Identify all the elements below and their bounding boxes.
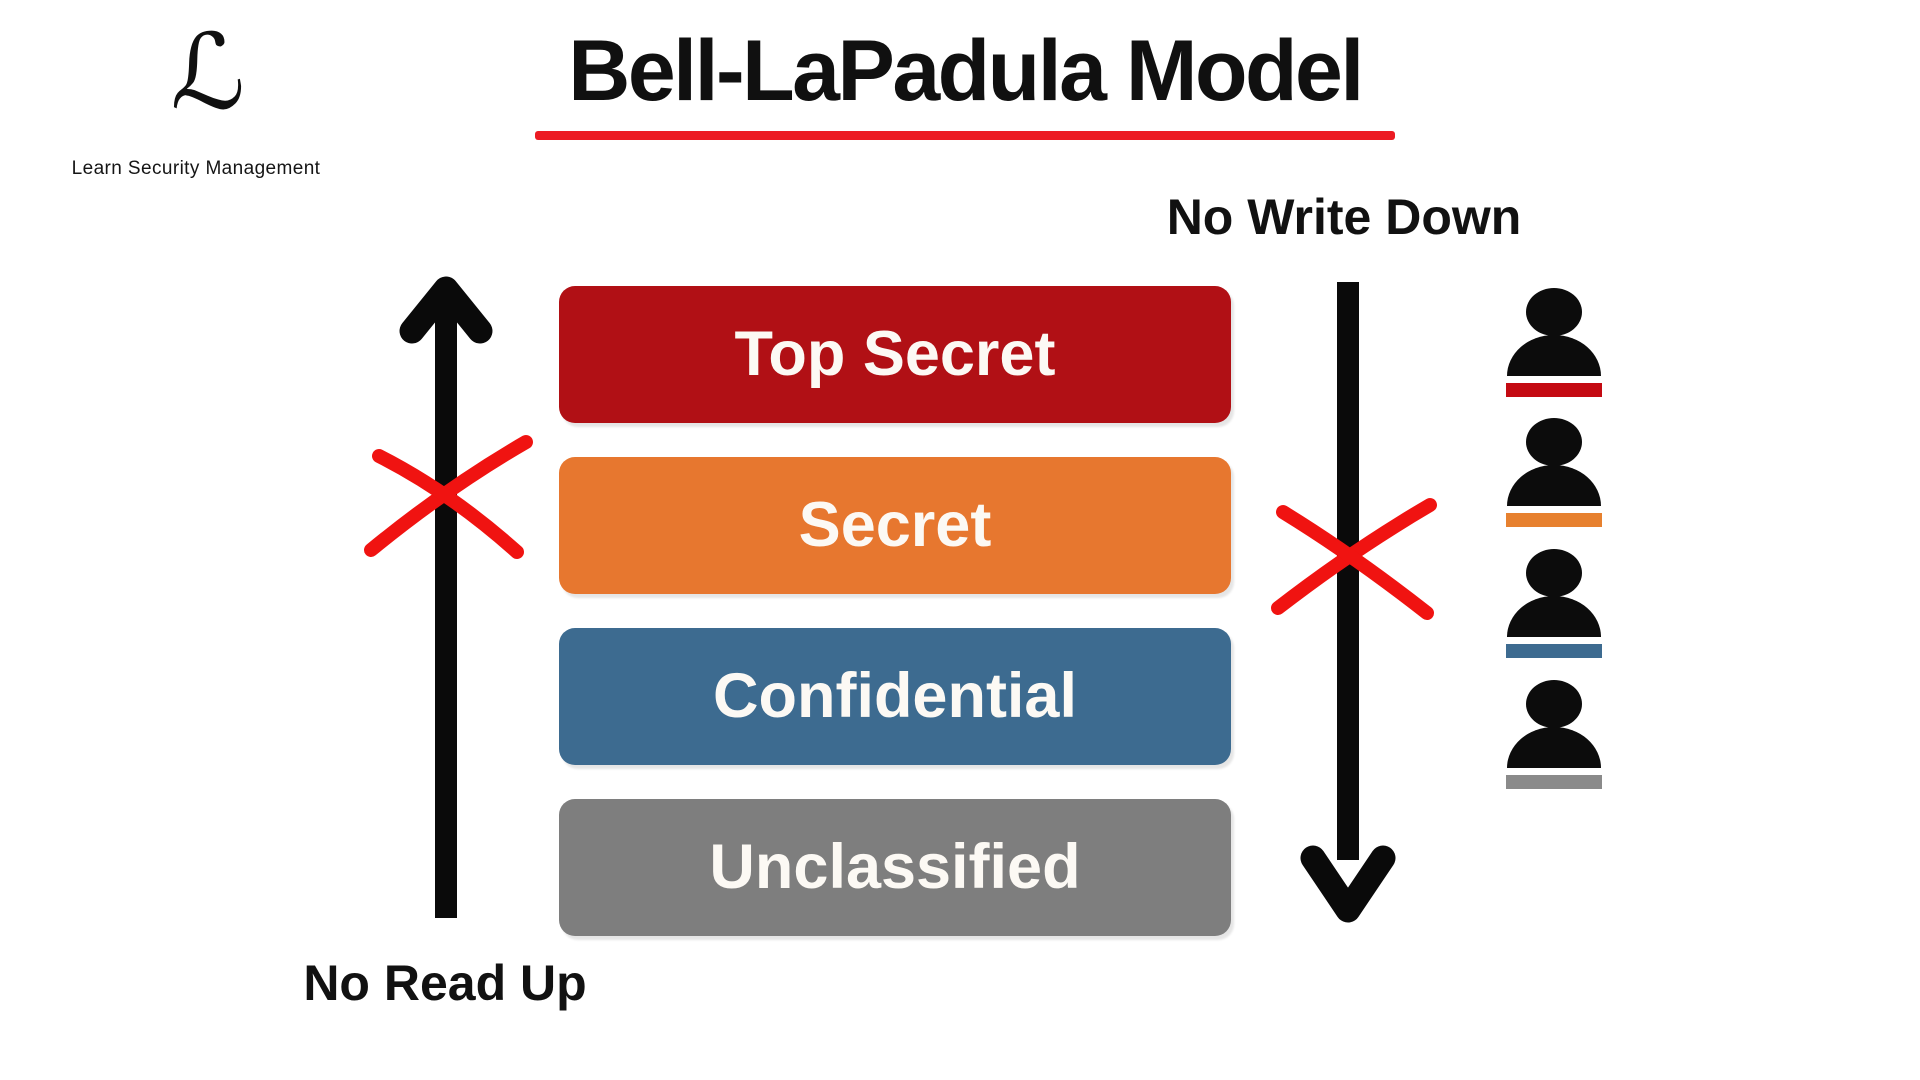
- cross-stroke: [1271, 498, 1437, 615]
- arrow-down-head-icon: [1300, 845, 1396, 923]
- cross-stroke: [364, 435, 533, 557]
- clearance-badge-top-secret: [1506, 383, 1602, 397]
- arrow-up-head-icon: [399, 276, 493, 344]
- level-label-secret: Secret: [798, 490, 992, 560]
- user-body: [1507, 335, 1601, 376]
- level-label-confidential: Confidential: [713, 661, 1077, 731]
- level-bar-secret: Secret: [559, 457, 1231, 594]
- clearance-badge-confidential: [1506, 644, 1602, 658]
- clearance-badge-unclassified: [1506, 775, 1602, 789]
- user-body: [1507, 465, 1601, 506]
- user-icon-top-secret: [1506, 288, 1602, 397]
- logo-caption: Learn Security Management: [71, 158, 321, 179]
- read-up-arrow: [364, 276, 533, 918]
- user-body: [1507, 727, 1601, 768]
- page-title: Bell-LaPadula Model: [568, 23, 1364, 119]
- cross-stroke: [372, 449, 524, 559]
- level-label-unclassified: Unclassified: [709, 832, 1081, 902]
- write-down-arrow-shaft: [1337, 282, 1359, 860]
- clearance-badge-secret: [1506, 513, 1602, 527]
- rule-label-no-write-down: No Write Down: [1166, 189, 1522, 245]
- user-head: [1526, 418, 1582, 466]
- user-head: [1526, 680, 1582, 728]
- rule-label-no-read-up: No Read Up: [303, 955, 587, 1011]
- read-up-cross-icon: [364, 435, 533, 559]
- cross-stroke: [1276, 505, 1434, 620]
- user-body: [1507, 596, 1601, 637]
- user-head: [1526, 549, 1582, 597]
- user-icon-confidential: [1506, 549, 1602, 658]
- user-icon-unclassified: [1506, 680, 1602, 789]
- title-underline: [535, 131, 1395, 140]
- logo-script-l-icon: ℒ: [170, 11, 246, 133]
- level-bar-top-secret: Top Secret: [559, 286, 1231, 423]
- write-down-cross-icon: [1271, 498, 1437, 620]
- level-bar-confidential: Confidential: [559, 628, 1231, 765]
- write-down-arrow: [1271, 282, 1437, 923]
- level-label-top-secret: Top Secret: [734, 319, 1056, 389]
- level-bar-unclassified: Unclassified: [559, 799, 1231, 936]
- user-head: [1526, 288, 1582, 336]
- read-up-arrow-shaft: [435, 296, 457, 918]
- classification-levels: Top Secret Secret Confidential Unclassif…: [559, 286, 1231, 936]
- user-icon-secret: [1506, 418, 1602, 527]
